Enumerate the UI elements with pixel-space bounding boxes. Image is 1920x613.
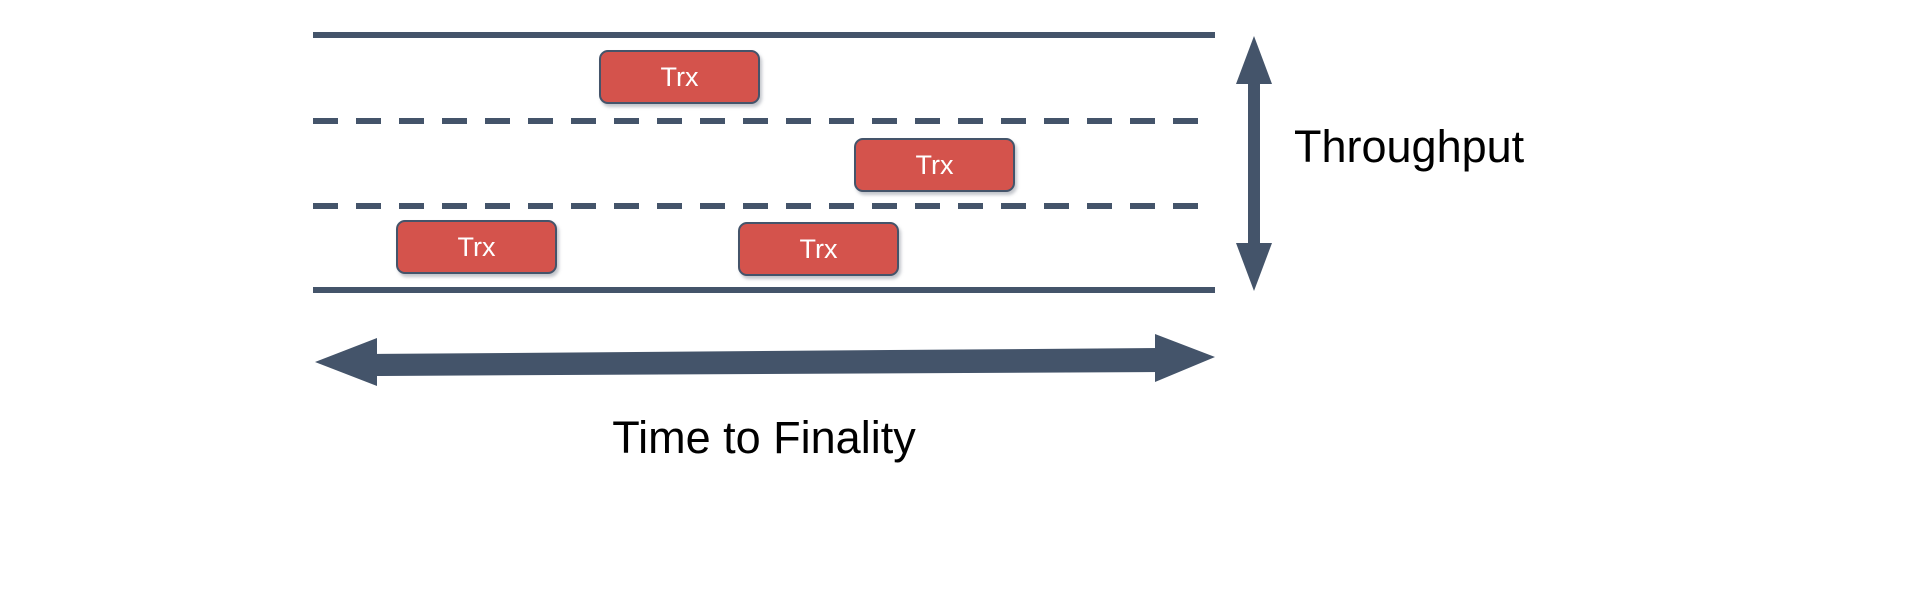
lane-line-bottom [313,287,1215,293]
transaction-label: Trx [660,61,699,92]
time-to-finality-axis-label: Time to Finality [612,412,916,463]
transaction-block: Trx [396,220,557,274]
lane-line-divider-upper [313,118,1215,124]
transaction-block: Trx [599,50,760,104]
transaction-label: Trx [457,231,496,262]
transaction-block: Trx [854,138,1015,192]
transaction-label: Trx [799,233,838,264]
throughput-axis-label: Throughput [1294,121,1525,172]
lane-line-top [313,32,1215,38]
transaction-label: Trx [915,149,954,180]
double-headed-vertical-arrow-icon [1236,36,1272,291]
transaction-block: Trx [738,222,899,276]
double-headed-horizontal-arrow-icon [315,334,1215,386]
lane-line-divider-lower [313,203,1215,209]
